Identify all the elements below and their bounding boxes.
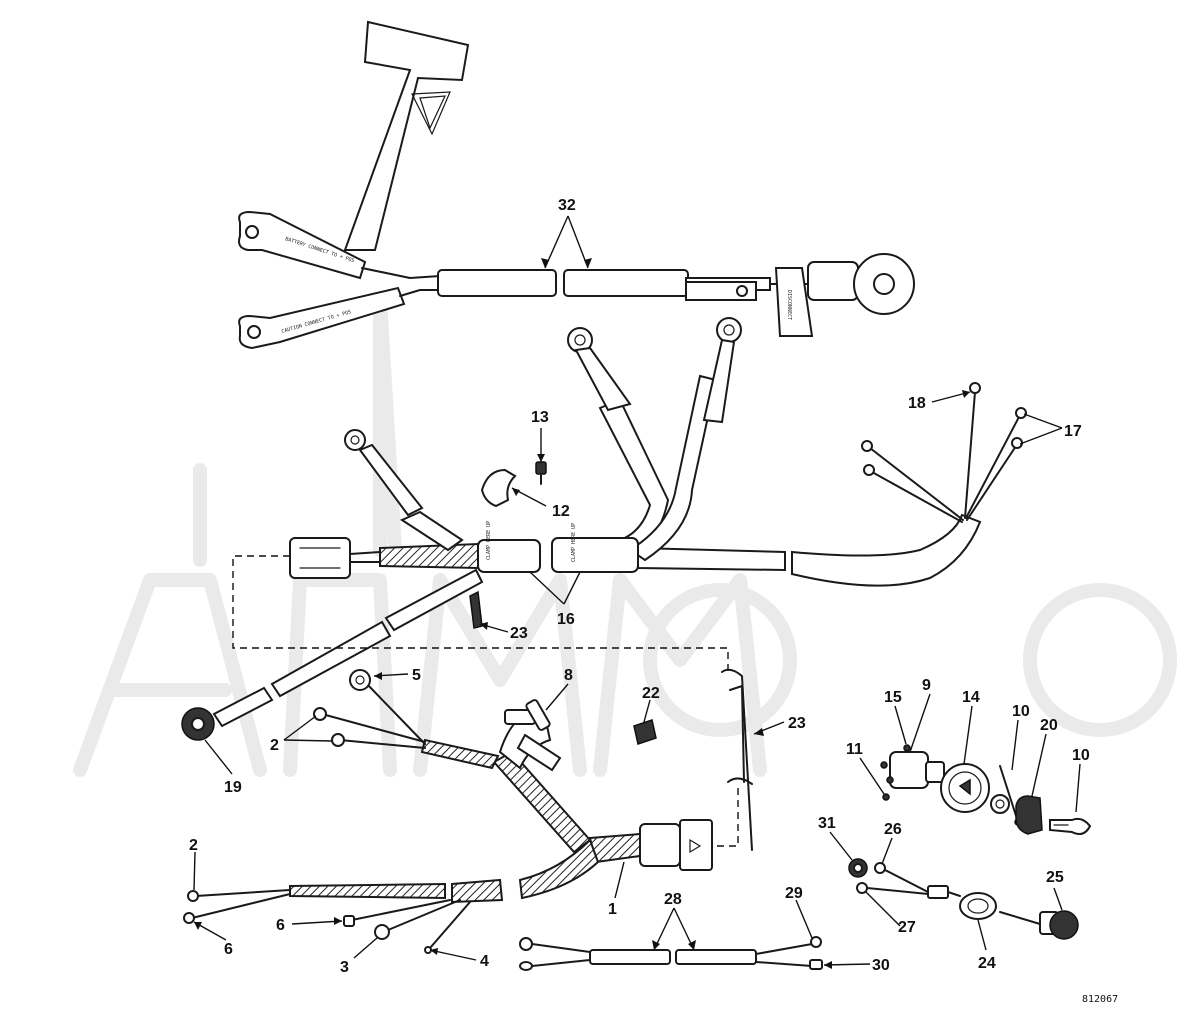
battery-cable-assembly: BATTERY CONNECT TO + POS CAUTION CONNECT…	[238, 20, 915, 350]
callout-12: 11	[846, 741, 863, 758]
callout-19: 18	[908, 395, 926, 412]
leader-lines	[193, 215, 1081, 969]
main-harness-upper: CLAMP HERE UP CLAMP HERE UP	[181, 317, 1027, 741]
callout-22: 22	[642, 685, 660, 702]
ignition-switch-parts	[880, 744, 1092, 835]
callout-15: 14	[962, 689, 980, 706]
routing-dashes	[232, 555, 739, 847]
callout-24: 23	[510, 625, 528, 642]
retainer-clip	[721, 668, 753, 851]
drawing-number: 812067	[1082, 994, 1118, 1005]
callout-17: 16	[557, 611, 575, 628]
callout-4: 4	[480, 953, 489, 970]
callout-30: 29	[785, 885, 803, 902]
sleeve-label-right: CLAMP HERE UP	[571, 523, 577, 562]
callout-2-upper: 2	[270, 737, 279, 754]
callout-3: 3	[340, 959, 349, 976]
callout-2-lower: 2	[189, 837, 198, 854]
callout-14: 13	[531, 409, 549, 426]
callout-18: 17	[1064, 423, 1082, 440]
extension-lead	[519, 936, 823, 971]
callout-33: 32	[558, 197, 576, 214]
callouts: 32 13 12 16 23 18 17 19 5 2 8 22 23 1 2 …	[189, 197, 1118, 1005]
callout-29: 28	[664, 891, 682, 908]
callout-31: 30	[872, 957, 890, 974]
callout-23: 23	[788, 715, 806, 732]
callout-26: 25	[1046, 869, 1064, 886]
choke-switch-parts	[848, 858, 1079, 940]
callout-1: 1	[608, 901, 617, 918]
callout-13: 12	[552, 503, 570, 520]
callout-32: 31	[818, 815, 836, 832]
callout-25: 24	[978, 955, 996, 972]
callout-6: 6	[276, 917, 285, 934]
callout-16: 15	[884, 689, 902, 706]
sleeve-label-left: CLAMP HERE UP	[486, 521, 492, 560]
callout-9: 10	[1012, 703, 1030, 720]
svg-text:DISCONNECT: DISCONNECT	[786, 290, 792, 320]
callout-10: 9	[922, 677, 931, 694]
callout-27: 26	[884, 821, 902, 838]
callout-8: 8	[564, 667, 573, 684]
callout-28: 27	[898, 919, 916, 936]
callout-7: 6	[224, 941, 233, 958]
callout-5: 5	[412, 667, 421, 684]
callout-21: 20	[1040, 717, 1058, 734]
callout-20: 19	[224, 779, 242, 796]
main-harness-lower	[183, 669, 713, 954]
callout-11: 10	[1072, 747, 1090, 764]
